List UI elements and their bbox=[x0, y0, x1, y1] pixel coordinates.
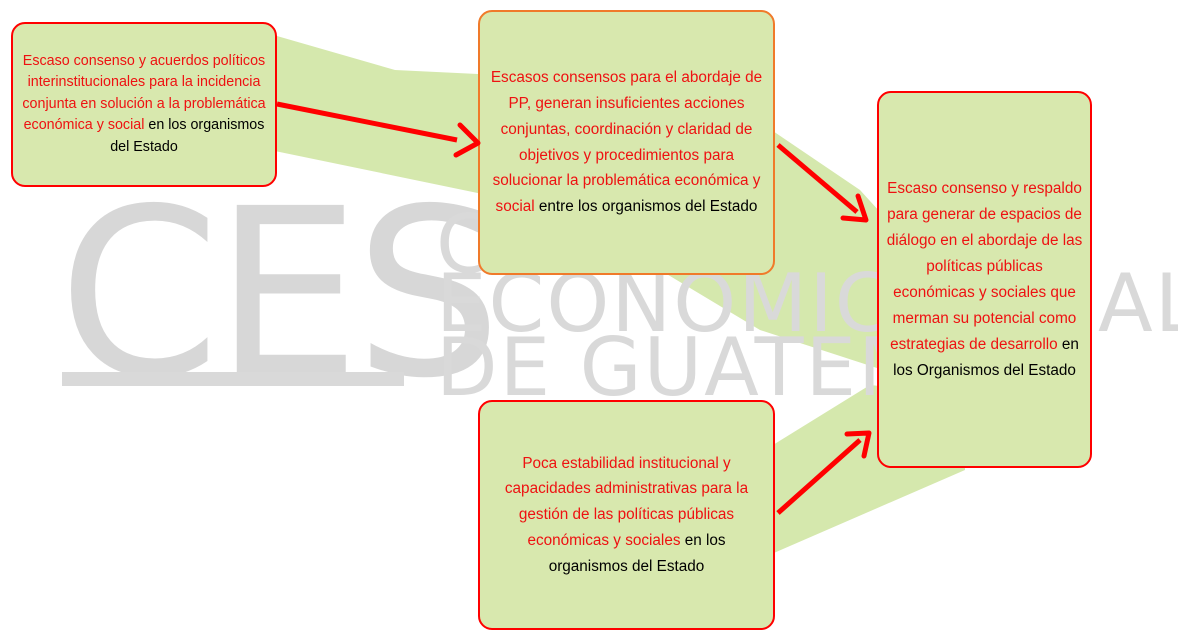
watermark-bar bbox=[62, 372, 404, 386]
box-text-plain: en los organismos del Estado bbox=[548, 531, 726, 575]
box-text-emphasis: Poca estabilidad institucional y capacid… bbox=[504, 454, 749, 549]
box-text-emphasis: Escasos consensos para el abordaje de PP… bbox=[490, 69, 763, 216]
watermark-line-2: ECONÓMICO bbox=[436, 257, 958, 350]
box-text-emphasis: Escaso consenso y respaldo para generar … bbox=[886, 179, 1083, 353]
cause-box-institutional-stability: Poca estabilidad institucional y capacid… bbox=[478, 400, 775, 630]
watermark-ces: CES bbox=[58, 159, 502, 429]
box-text: Escaso consenso y acuerdos políticos int… bbox=[19, 51, 269, 159]
watermark-line-2-tail: AL bbox=[1098, 257, 1178, 350]
box-text: Poca estabilidad institucional y capacid… bbox=[486, 451, 767, 580]
box-text-emphasis: Escaso consenso y acuerdos políticos int… bbox=[22, 52, 266, 134]
arrow-box4-to-box3 bbox=[776, 430, 872, 515]
arrow-box1-to-box2 bbox=[276, 101, 481, 158]
box-text: Escasos consensos para el abordaje de PP… bbox=[486, 65, 767, 220]
box-text: Escaso consenso y respaldo para generar … bbox=[885, 176, 1084, 384]
cause-box-political-consensus: Escaso consenso y acuerdos políticos int… bbox=[11, 22, 277, 187]
box-text-plain: entre los organismos del Estado bbox=[534, 198, 758, 216]
arrow-box2-to-box3 bbox=[776, 143, 869, 223]
effect-box-insufficient-actions: Escasos consensos para el abordaje de PP… bbox=[478, 10, 775, 275]
result-box-dialogue-spaces: Escaso consenso y respaldo para generar … bbox=[877, 91, 1092, 468]
box-text-plain: en los Organismos del Estado bbox=[893, 335, 1079, 379]
box-text-plain: en los organismos del Estado bbox=[110, 117, 265, 155]
